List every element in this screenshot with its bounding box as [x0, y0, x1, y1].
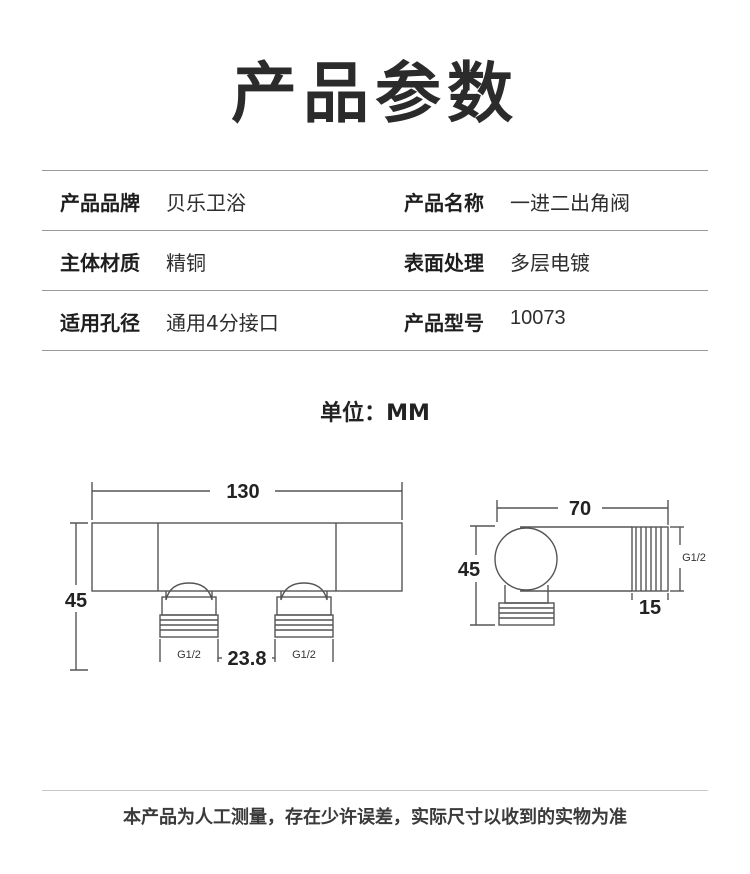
side-height-label: 45 [458, 559, 480, 581]
front-view-drawing [70, 482, 403, 671]
outlet-spacing-label: 23.8 [228, 648, 267, 670]
spec-label-name: 产品名称 [404, 191, 484, 215]
front-height-label: 45 [65, 590, 87, 612]
thread-length-label: 15 [639, 597, 661, 619]
spec-value-finish: 多层电镀 [510, 251, 590, 275]
unit-label: 单位：MM [320, 401, 430, 426]
page-title: 产品参数 [231, 55, 519, 132]
spec-label-model: 产品型号 [404, 311, 484, 335]
spec-label-brand: 产品品牌 [60, 191, 140, 215]
side-thread-label: G1/2 [682, 552, 706, 564]
spec-value-name: 一进二出角阀 [510, 191, 630, 215]
footer-divider [42, 790, 708, 791]
front-thread-left-label: G1/2 [177, 649, 201, 661]
spec-table-bottom-border [42, 350, 708, 351]
side-view-drawing [470, 500, 684, 626]
spec-table-top-border [42, 170, 708, 171]
side-width-label: 70 [569, 498, 591, 520]
front-width-label: 130 [226, 481, 259, 503]
spec-row: 适用孔径 通用4分接口 产品型号 10073 [42, 290, 708, 350]
spec-table-divider [42, 290, 708, 291]
spec-label-finish: 表面处理 [404, 251, 484, 275]
spec-row: 产品品牌 贝乐卫浴 产品名称 一进二出角阀 [42, 170, 708, 230]
front-thread-right-label: G1/2 [292, 649, 316, 661]
spec-value-model: 10073 [510, 307, 566, 329]
measurement-disclaimer: 本产品为人工测量，存在少许误差，实际尺寸以收到的实物为准 [123, 807, 627, 828]
spec-row: 主体材质 精铜 表面处理 多层电镀 [42, 230, 708, 290]
spec-table-divider [42, 230, 708, 231]
spec-value-material: 精铜 [166, 251, 206, 275]
spec-value-aperture: 通用4分接口 [166, 311, 279, 335]
spec-label-material: 主体材质 [60, 251, 140, 275]
spec-label-aperture: 适用孔径 [60, 311, 140, 335]
spec-value-brand: 贝乐卫浴 [166, 191, 246, 215]
